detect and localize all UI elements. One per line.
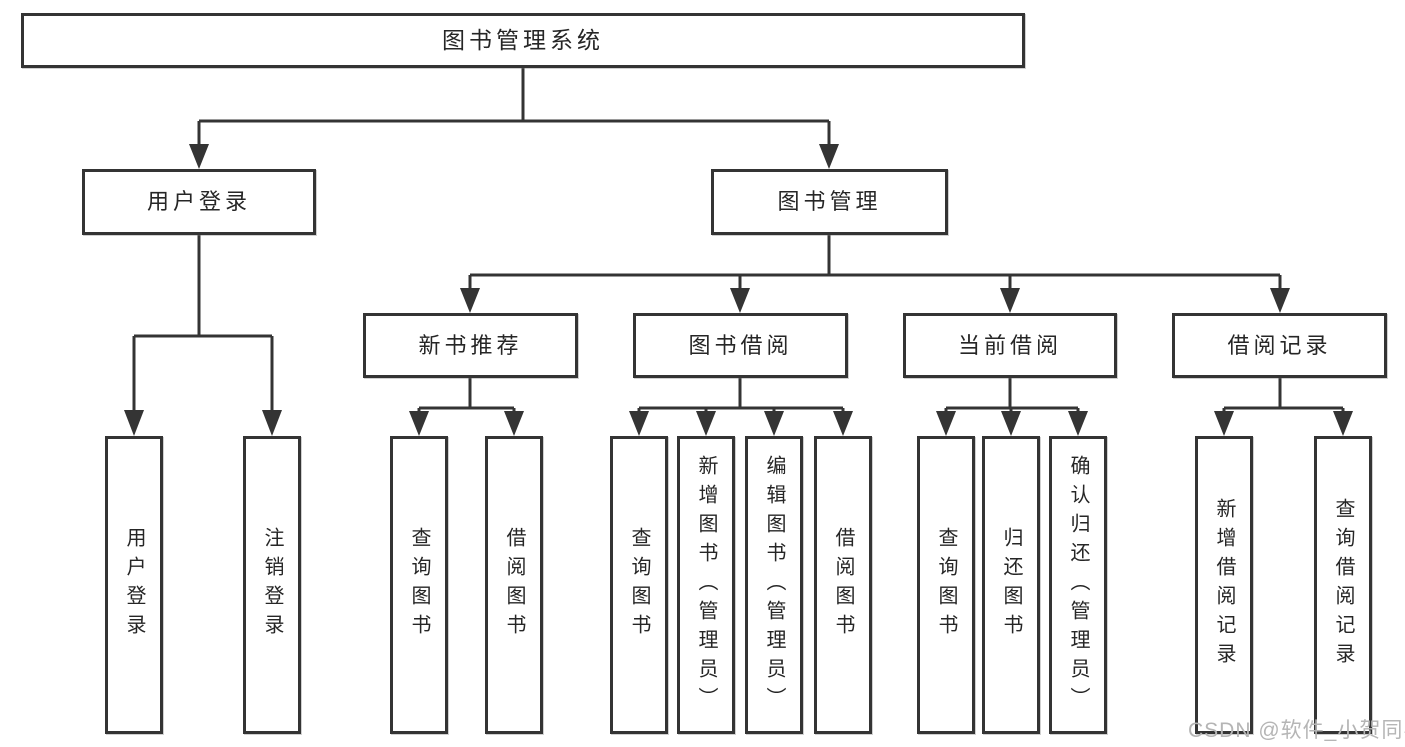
leaf-borrow-query-books: 查询图书 xyxy=(610,436,668,734)
leaf-newbook-query-books: 查询图书 xyxy=(390,436,448,734)
arrowhead-icon xyxy=(1068,411,1088,436)
leaf-borrow-add-books-admin-label: 新增图书（管理员） xyxy=(695,454,717,716)
arrowhead-icon xyxy=(730,288,750,313)
node-new-book-recommend: 新书推荐 xyxy=(363,313,578,378)
arrowhead-icon xyxy=(819,144,839,169)
connector-new-book-branch xyxy=(409,378,524,436)
node-book-management: 图书管理 xyxy=(711,169,948,235)
leaf-current-return-books: 归还图书 xyxy=(982,436,1040,734)
arrowhead-icon xyxy=(833,411,853,436)
arrowhead-icon xyxy=(262,410,282,436)
arrowhead-icon xyxy=(1333,411,1353,436)
arrowhead-icon xyxy=(629,411,649,436)
leaf-user-login: 用户登录 xyxy=(105,436,163,734)
connector-current-borrow-branch xyxy=(936,378,1088,436)
leaf-records-query-record: 查询借阅记录 xyxy=(1314,436,1372,734)
leaf-records-query-record-label: 查询借阅记录 xyxy=(1332,498,1354,672)
leaf-borrow-add-books-admin: 新增图书（管理员） xyxy=(677,436,735,734)
arrowhead-icon xyxy=(764,411,784,436)
node-borrow-records: 借阅记录 xyxy=(1172,313,1387,378)
node-book-borrow: 图书借阅 xyxy=(633,313,848,378)
leaf-current-confirm-return-admin: 确认归还（管理员） xyxy=(1049,436,1107,734)
node-book-borrow-label: 图书借阅 xyxy=(688,332,793,358)
arrowhead-icon xyxy=(409,411,429,436)
arrowhead-icon xyxy=(124,410,144,436)
leaf-current-query-books: 查询图书 xyxy=(917,436,975,734)
node-new-book-recommend-label: 新书推荐 xyxy=(418,332,523,358)
leaf-borrow-edit-books-admin: 编辑图书（管理员） xyxy=(745,436,803,734)
node-current-borrow: 当前借阅 xyxy=(903,313,1117,378)
node-root-system: 图书管理系统 xyxy=(21,13,1025,68)
csdn-watermark: CSDN @软件_小贺同学 xyxy=(1188,719,1405,742)
arrowhead-icon xyxy=(1001,411,1021,436)
arrowhead-icon xyxy=(696,411,716,436)
arrowhead-icon xyxy=(1000,288,1020,313)
node-root-label: 图书管理系统 xyxy=(442,27,604,53)
arrowhead-icon xyxy=(936,411,956,436)
arrowhead-icon xyxy=(1214,411,1234,436)
connector-root-branch xyxy=(189,68,839,169)
connector-borrow-records-branch xyxy=(1214,378,1353,436)
leaf-borrow-edit-books-admin-label: 编辑图书（管理员） xyxy=(763,454,785,716)
leaf-newbook-borrow-books-label: 借阅图书 xyxy=(503,527,525,643)
leaf-current-confirm-return-admin-label: 确认归还（管理员） xyxy=(1067,454,1089,716)
leaf-borrow-query-books-label: 查询图书 xyxy=(628,527,650,643)
leaf-records-add-record: 新增借阅记录 xyxy=(1195,436,1253,734)
leaf-records-add-record-label: 新增借阅记录 xyxy=(1213,498,1235,672)
leaf-user-login-label: 用户登录 xyxy=(123,527,145,643)
arrowhead-icon xyxy=(504,411,524,436)
node-user-login: 用户登录 xyxy=(82,169,316,235)
node-borrow-records-label: 借阅记录 xyxy=(1227,332,1332,358)
leaf-current-query-books-label: 查询图书 xyxy=(935,527,957,643)
leaf-newbook-borrow-books: 借阅图书 xyxy=(485,436,543,734)
arrowhead-icon xyxy=(189,144,209,169)
leaf-current-return-books-label: 归还图书 xyxy=(1000,527,1022,643)
node-current-borrow-label: 当前借阅 xyxy=(957,332,1062,358)
leaf-logout-label: 注销登录 xyxy=(261,527,283,643)
leaf-borrow-borrow-books: 借阅图书 xyxy=(814,436,872,734)
leaf-newbook-query-books-label: 查询图书 xyxy=(408,527,430,643)
connector-user-login-branch xyxy=(124,235,282,436)
leaf-logout: 注销登录 xyxy=(243,436,301,734)
arrowhead-icon xyxy=(460,288,480,313)
node-book-management-label: 图书管理 xyxy=(777,189,882,214)
arrowhead-icon xyxy=(1270,288,1290,313)
connector-book-management-branch xyxy=(460,235,1290,313)
leaf-borrow-borrow-books-label: 借阅图书 xyxy=(832,527,854,643)
node-user-login-label: 用户登录 xyxy=(146,189,251,214)
connector-book-borrow-branch xyxy=(629,378,853,436)
